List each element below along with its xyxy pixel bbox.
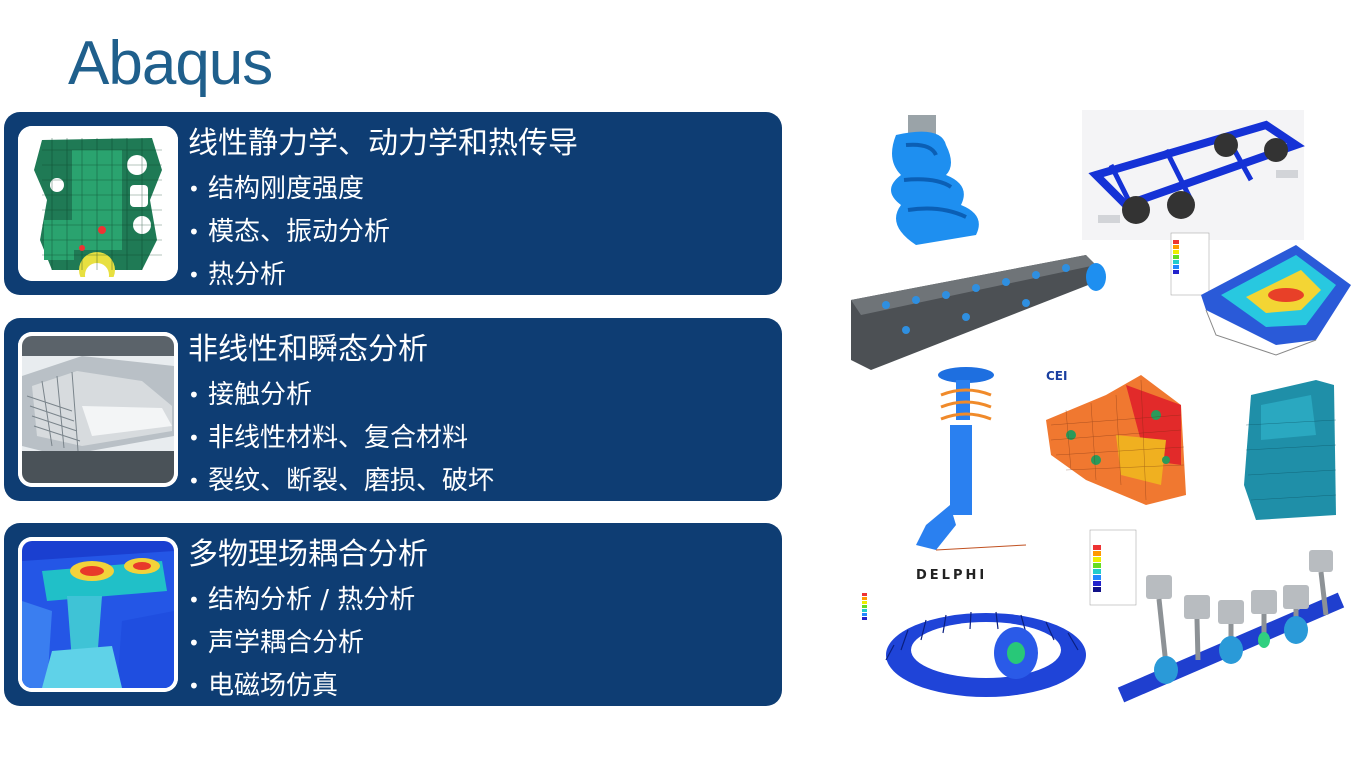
page-title: Abaqus xyxy=(68,29,273,98)
cei-logo: CEI xyxy=(1046,369,1067,383)
strut-suspension-icon: DELPHI xyxy=(916,367,1027,583)
panel-heading: 多物理场耦合分析 xyxy=(188,537,428,572)
bullet-list: •接触分析 •非线性材料、复合材料 •裂纹、断裂、磨损、破坏 xyxy=(188,374,494,503)
list-item: •模态、振动分析 xyxy=(188,217,391,247)
delphi-logo: DELPHI xyxy=(916,568,987,583)
list-item: •接触分析 xyxy=(188,380,313,410)
list-item: •裂纹、断裂、磨损、破坏 xyxy=(188,466,495,496)
list-item: •热分析 xyxy=(188,260,287,290)
thermal-contour-icon xyxy=(18,537,178,692)
panel-nonlinear-analysis: 非线性和瞬态分析 •接触分析 •非线性材料、复合材料 •裂纹、断裂、磨损、破坏 xyxy=(4,318,782,501)
bullet-list: •结构分析 / 热分析 •声学耦合分析 •电磁场仿真 xyxy=(188,579,415,708)
panel-heading: 非线性和瞬态分析 xyxy=(188,332,428,367)
car-door-icon xyxy=(1216,375,1344,520)
list-item: •非线性材料、复合材料 xyxy=(188,423,469,453)
simulation-gallery: DELPHI CEI xyxy=(846,105,1356,715)
car-crash-icon xyxy=(18,332,178,487)
list-item: •电磁场仿真 xyxy=(188,671,339,701)
thermal-plate-icon xyxy=(1170,232,1351,356)
cv-boot-icon xyxy=(891,115,979,245)
list-item: •结构刚度强度 xyxy=(188,174,365,204)
panel-linear-analysis: 线性静力学、动力学和热传导 •结构刚度强度 •模态、振动分析 •热分析 xyxy=(4,112,782,295)
panel-multiphysics-analysis: 多物理场耦合分析 •结构分析 / 热分析 •声学耦合分析 •电磁场仿真 xyxy=(4,523,782,706)
crankshaft-pistons-icon xyxy=(1086,525,1351,707)
panel-heading: 线性静力学、动力学和热传导 xyxy=(188,126,578,161)
list-item: •声学耦合分析 xyxy=(188,628,365,658)
vehicle-chassis-icon xyxy=(1082,110,1305,240)
engine-block-mesh-icon xyxy=(18,126,178,281)
cylinder-head-icon xyxy=(851,255,1106,370)
bracket-contour-icon: CEI xyxy=(1046,369,1186,505)
list-item: •结构分析 / 热分析 xyxy=(188,585,416,615)
bullet-list: •结构刚度强度 •模态、振动分析 •热分析 xyxy=(188,168,390,297)
bevel-gear-icon xyxy=(858,585,1086,710)
